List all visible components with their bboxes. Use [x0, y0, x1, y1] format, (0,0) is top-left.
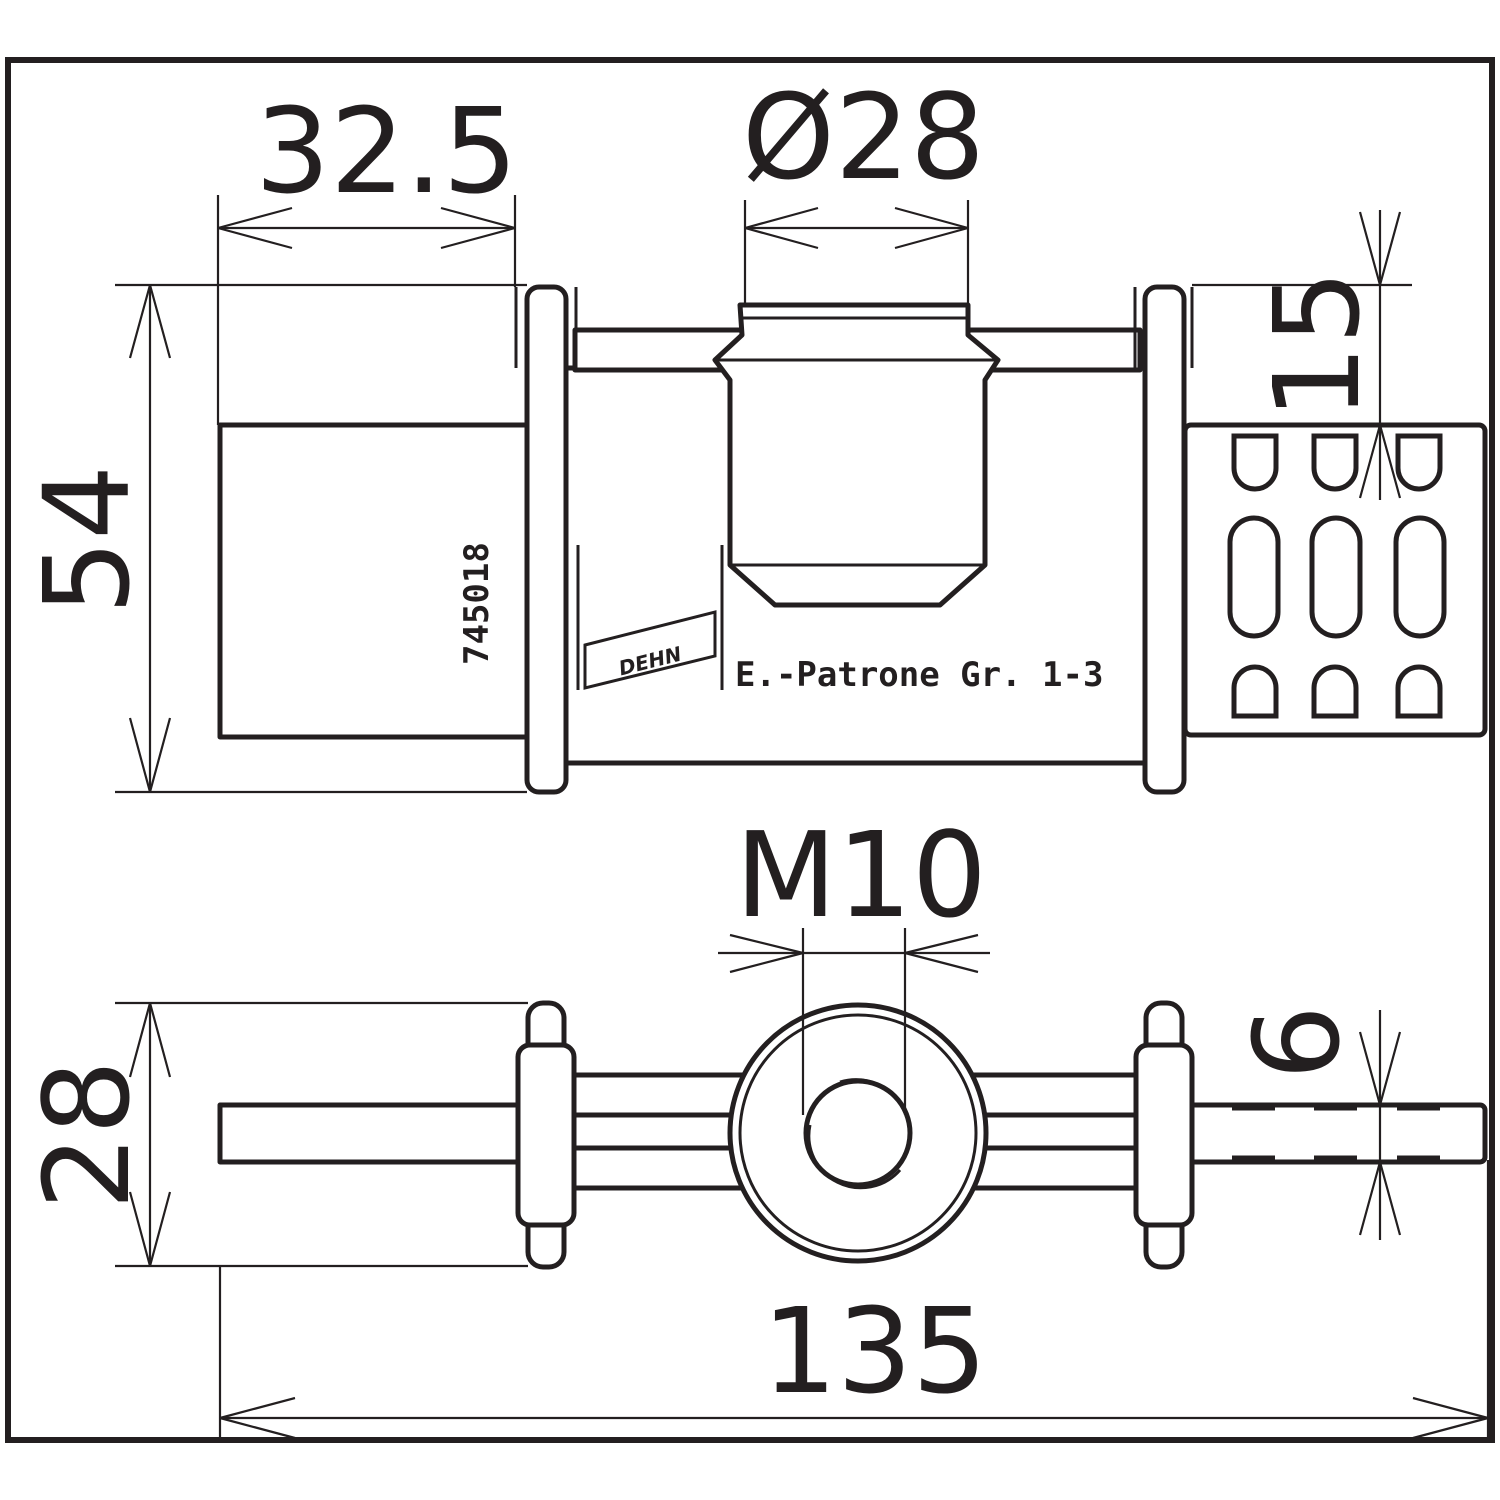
dimension-54: 54 [18, 283, 527, 794]
description-label: E.-Patrone Gr. 1-3 [735, 655, 1103, 695]
slot [1395, 664, 1443, 719]
dim-label-135: 135 [762, 1282, 987, 1420]
dim-label-32-5: 32.5 [255, 82, 518, 220]
dim-label-28: 28 [18, 1060, 156, 1210]
dimension-135: 135 [218, 1160, 1490, 1440]
round-boss [727, 1002, 989, 1264]
slot [1395, 433, 1443, 492]
article-number: 745018 [457, 542, 497, 665]
slot [1311, 433, 1359, 492]
drawing-border [5, 57, 1495, 1443]
right-flange [1142, 284, 1187, 795]
slot [1231, 664, 1279, 719]
slot [1309, 515, 1363, 639]
dim-label-m10: M10 [735, 806, 987, 944]
slot [1231, 433, 1279, 492]
dimension-m10: M10 [718, 806, 990, 1115]
dim-label-diameter: Ø28 [742, 68, 985, 206]
dimension-6: 6 [1228, 1005, 1402, 1240]
perforation-slots [1227, 433, 1447, 719]
dim-label-54: 54 [18, 465, 156, 615]
dim-label-6: 6 [1228, 1005, 1366, 1080]
dimension-15: 15 [1192, 210, 1412, 500]
slot [1227, 515, 1281, 639]
dim-label-15: 15 [1248, 270, 1386, 420]
left-handle [217, 422, 533, 740]
dimension-28: 28 [18, 1001, 528, 1268]
dimension-32-5: 32.5 [216, 82, 518, 425]
slot [1311, 664, 1359, 719]
right-rod [1182, 1102, 1488, 1165]
center-boss [712, 302, 1001, 608]
dimension-diameter: Ø28 [742, 68, 985, 305]
left-rod [217, 1102, 533, 1165]
left-flange [524, 284, 569, 795]
slot [1393, 515, 1447, 639]
top-view [217, 1000, 1488, 1270]
front-view: DEHN 745018 E.-Patrone Gr. 1-3 [217, 284, 1488, 795]
